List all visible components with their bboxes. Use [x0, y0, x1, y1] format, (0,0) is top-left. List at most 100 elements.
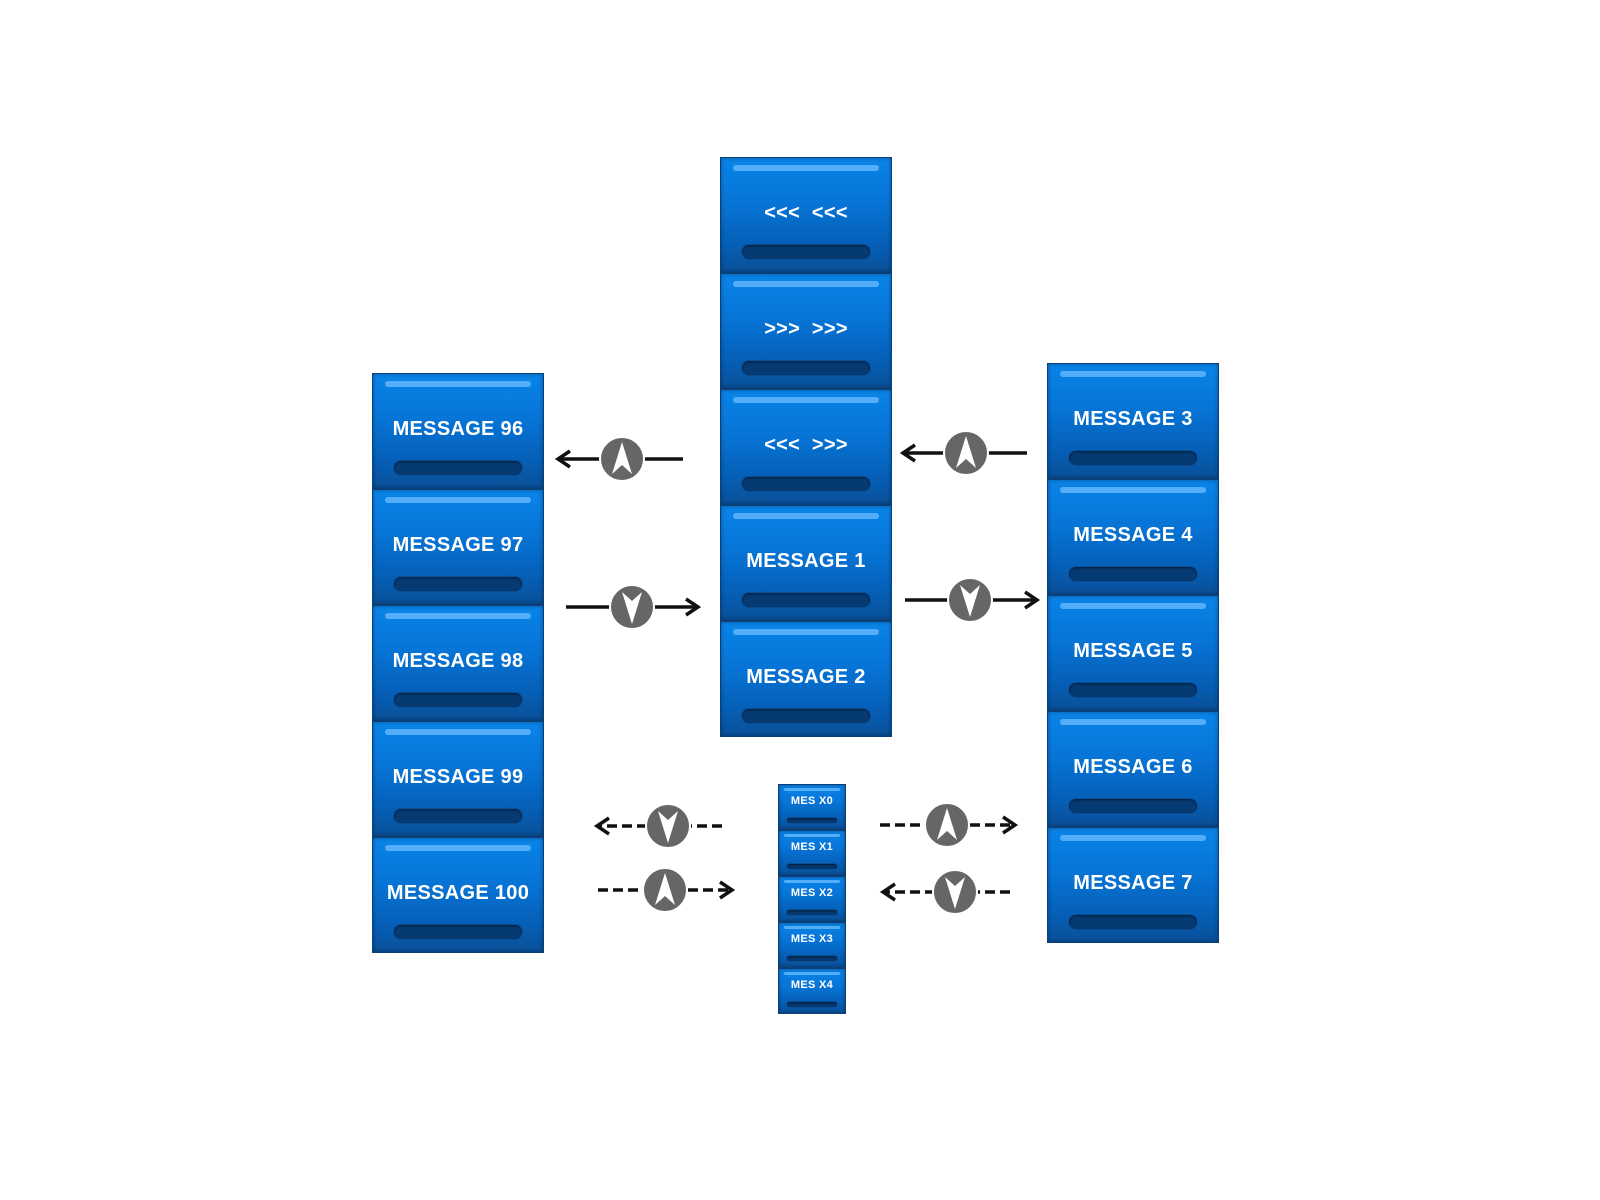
- navigation-up-icon: [612, 442, 632, 474]
- button-highlight: [732, 513, 880, 519]
- arrowhead-icon: [685, 597, 702, 617]
- left-message-button[interactable]: MESSAGE 100: [372, 837, 544, 953]
- right-message-button[interactable]: MESSAGE 7: [1047, 827, 1219, 943]
- button-slot: [1068, 566, 1198, 582]
- arrowhead-icon: [1024, 590, 1041, 610]
- small-message-button[interactable]: MES X4: [778, 968, 846, 1014]
- button-label: MESSAGE 2: [746, 666, 866, 688]
- button-slot: [785, 955, 839, 962]
- center-message-button[interactable]: MESSAGE 2: [720, 621, 892, 737]
- button-highlight: [384, 497, 532, 503]
- navigation-down-icon: [622, 592, 642, 624]
- button-slot: [393, 576, 523, 592]
- button-highlight: [783, 788, 841, 791]
- button-highlight: [1059, 835, 1207, 841]
- left-message-button[interactable]: MESSAGE 99: [372, 721, 544, 837]
- left-message-button[interactable]: MESSAGE 96: [372, 373, 544, 489]
- navigation-up-icon: [956, 436, 976, 468]
- right-message-button[interactable]: MESSAGE 6: [1047, 711, 1219, 827]
- connector-left-up: [554, 436, 683, 482]
- button-slot: [1068, 450, 1198, 466]
- button-slot: [785, 863, 839, 870]
- navigation-up-icon: [937, 808, 957, 840]
- button-label: <<< <<<: [764, 202, 848, 224]
- button-label: MESSAGE 98: [392, 650, 524, 672]
- connector-bottom-left-up: [598, 867, 736, 913]
- button-label: MESSAGE 3: [1073, 408, 1193, 430]
- left-message-button[interactable]: MESSAGE 97: [372, 489, 544, 605]
- right-message-button[interactable]: MESSAGE 4: [1047, 479, 1219, 595]
- arrowhead-icon: [719, 880, 736, 900]
- center-message-button[interactable]: >>> >>>: [720, 273, 892, 389]
- connector-bottom-left-down: [593, 803, 722, 849]
- navigation-up-icon: [655, 873, 675, 905]
- arrowhead-icon: [593, 816, 610, 836]
- button-label: MESSAGE 7: [1073, 872, 1193, 894]
- button-label: MESSAGE 96: [392, 418, 524, 440]
- button-slot: [785, 909, 839, 916]
- button-highlight: [732, 629, 880, 635]
- button-label: MES X2: [790, 887, 834, 899]
- connector-left-down: [566, 584, 702, 630]
- button-highlight: [384, 845, 532, 851]
- button-label: MESSAGE 4: [1073, 524, 1193, 546]
- button-slot: [1068, 798, 1198, 814]
- small-message-button[interactable]: MES X3: [778, 922, 846, 968]
- button-highlight: [732, 165, 880, 171]
- button-slot: [741, 592, 871, 608]
- connector-right-down: [905, 577, 1041, 623]
- button-slot: [393, 808, 523, 824]
- small-message-button[interactable]: MES X1: [778, 830, 846, 876]
- button-highlight: [1059, 487, 1207, 493]
- button-label: MES X1: [790, 841, 834, 853]
- button-highlight: [384, 613, 532, 619]
- left-message-button[interactable]: MESSAGE 98: [372, 605, 544, 721]
- connector-bottom-right-up: [880, 802, 1019, 848]
- button-highlight: [384, 729, 532, 735]
- button-slot: [393, 460, 523, 476]
- button-label: MES X4: [790, 979, 834, 991]
- button-label: >>> >>>: [764, 318, 848, 340]
- button-label: MES X3: [790, 933, 834, 945]
- button-label: <<< >>>: [764, 434, 848, 456]
- connector-right-up: [899, 430, 1027, 476]
- button-highlight: [732, 397, 880, 403]
- right-message-button[interactable]: MESSAGE 3: [1047, 363, 1219, 479]
- center-message-button[interactable]: <<< >>>: [720, 389, 892, 505]
- button-highlight: [1059, 371, 1207, 377]
- button-slot: [393, 692, 523, 708]
- button-highlight: [783, 880, 841, 883]
- button-highlight: [732, 281, 880, 287]
- button-label: MESSAGE 5: [1073, 640, 1193, 662]
- connector-bottom-right-down: [879, 869, 1010, 915]
- small-message-button[interactable]: MES X0: [778, 784, 846, 830]
- button-slot: [393, 924, 523, 940]
- button-label: MESSAGE 100: [386, 882, 530, 904]
- button-label: MESSAGE 1: [746, 550, 866, 572]
- button-label: MESSAGE 99: [392, 766, 524, 788]
- button-highlight: [783, 926, 841, 929]
- button-highlight: [783, 834, 841, 837]
- button-highlight: [1059, 719, 1207, 725]
- button-highlight: [1059, 603, 1207, 609]
- arrowhead-icon: [899, 443, 916, 463]
- navigation-down-icon: [960, 585, 980, 617]
- button-slot: [1068, 682, 1198, 698]
- arrowhead-icon: [554, 449, 571, 469]
- center-message-button[interactable]: <<< <<<: [720, 157, 892, 273]
- button-label: MES X0: [790, 795, 834, 807]
- navigation-down-icon: [658, 811, 678, 843]
- small-message-button[interactable]: MES X2: [778, 876, 846, 922]
- arrowhead-icon: [879, 882, 896, 902]
- navigation-down-icon: [945, 877, 965, 909]
- button-highlight: [783, 972, 841, 975]
- right-message-button[interactable]: MESSAGE 5: [1047, 595, 1219, 711]
- button-slot: [741, 708, 871, 724]
- center-message-button[interactable]: MESSAGE 1: [720, 505, 892, 621]
- button-slot: [741, 476, 871, 492]
- button-slot: [741, 360, 871, 376]
- arrowhead-icon: [1002, 815, 1019, 835]
- button-label: MESSAGE 97: [392, 534, 524, 556]
- button-slot: [1068, 914, 1198, 930]
